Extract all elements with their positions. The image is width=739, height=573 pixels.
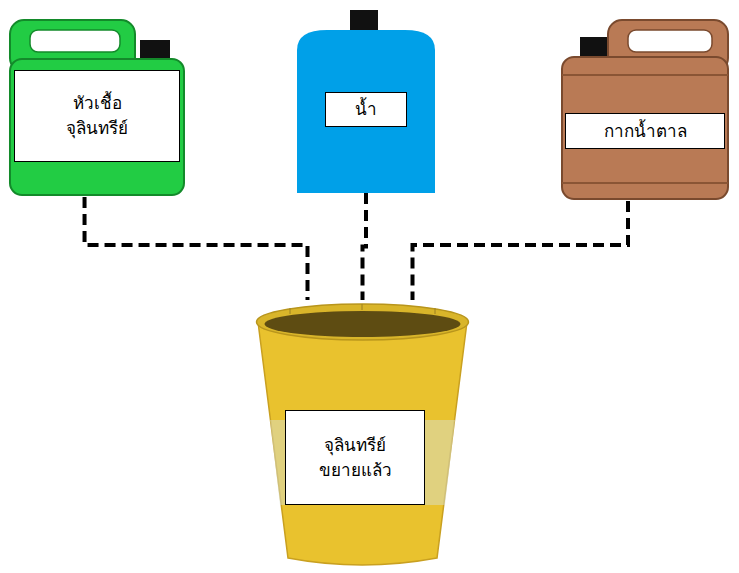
brown-jug-shape [560, 15, 730, 201]
dashed-connector [413, 201, 629, 300]
dashed-connector [363, 193, 367, 300]
label-panel: กากน้ำตาล [565, 113, 725, 149]
label-panel: จุลินทรีย์ ขยายแล้ว [285, 410, 425, 505]
bucket: จุลินทรีย์ ขยายแล้ว [250, 300, 475, 570]
label-panel: น้ำ [325, 92, 407, 127]
brown-jug: กากน้ำตาล [560, 15, 730, 201]
green-jug: หัวเชื้อ จุลินทรีย์ [8, 15, 186, 197]
container-label: จุลินทรีย์ ขยายแล้ว [305, 433, 405, 482]
water-tank: น้ำ [297, 10, 435, 193]
dashed-connector [85, 197, 308, 300]
container-label: หัวเชื้อ จุลินทรีย์ [42, 91, 152, 140]
container-label: น้ำ [355, 97, 377, 122]
label-panel: หัวเชื้อ จุลินทรีย์ [14, 70, 180, 162]
container-label: กากน้ำตาล [604, 119, 687, 144]
